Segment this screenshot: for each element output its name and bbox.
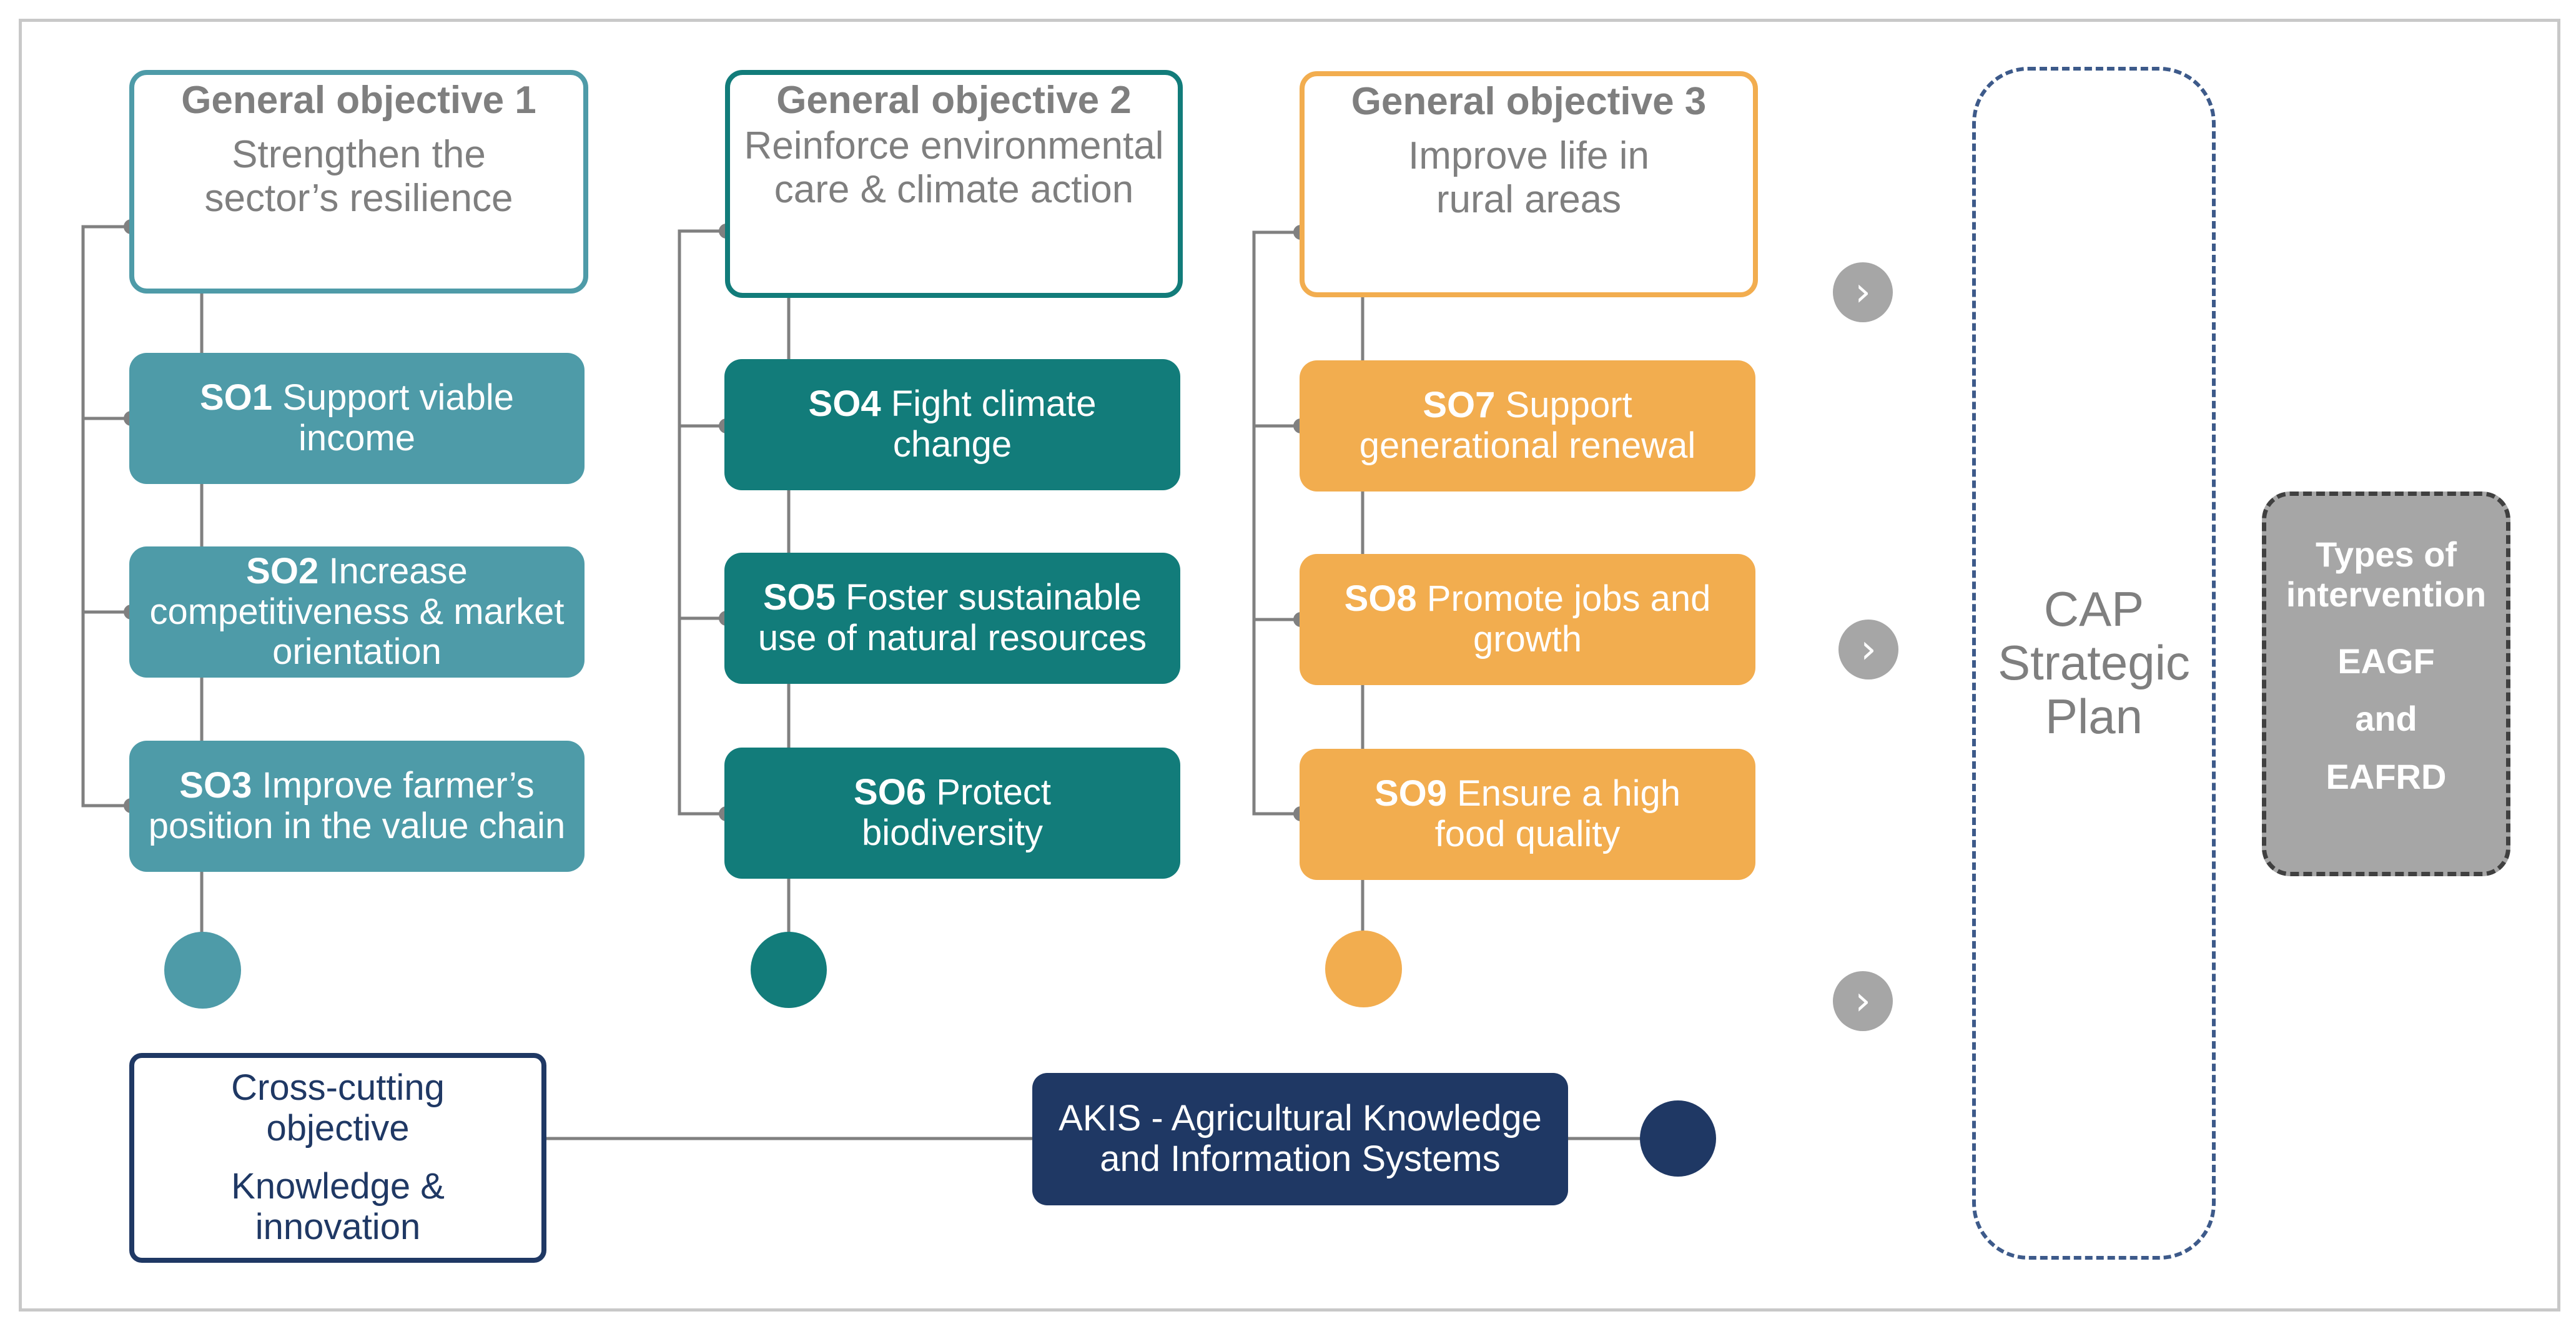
so5-box: SO5 Foster sustainable use of natural re…	[724, 553, 1180, 684]
so3-text: Improve farmer’s position in the value c…	[148, 765, 566, 846]
cross-cutting-title: Cross-cutting objective	[231, 1067, 445, 1149]
col2-bracket-line	[678, 229, 726, 816]
cap-strategic-plan-box: CAP Strategic Plan	[1972, 67, 2216, 1260]
so7-code: SO7	[1423, 385, 1496, 426]
objective-1-end-dot	[164, 932, 241, 1009]
so6-box: SO6 Protect biodiversity	[724, 748, 1180, 879]
so9-box: SO9 Ensure a high food quality	[1300, 749, 1755, 880]
so5-text: Foster sustainable use of natural resour…	[758, 577, 1147, 658]
general-objective-1-box: General objective 1 Strengthen the secto…	[129, 70, 588, 294]
so1-text: Support viable income	[282, 377, 514, 458]
so7-text: Support generational renewal	[1359, 385, 1696, 466]
general-objective-2-subtitle: Reinforce environmental care & climate a…	[744, 124, 1164, 211]
chevron-right-icon: ›	[1838, 620, 1898, 679]
akis-end-dot	[1640, 1100, 1716, 1177]
so8-text: Promote jobs and growth	[1426, 578, 1711, 660]
diagram-frame	[19, 19, 2560, 1312]
general-objective-1-subtitle: Strengthen the sector’s resilience	[204, 133, 513, 220]
so2-box: SO2 Increase competitiveness & market or…	[129, 546, 585, 678]
so1-code: SO1	[200, 377, 273, 418]
chevron-right-icon: ›	[1833, 262, 1893, 322]
so6-text: Protect biodiversity	[861, 772, 1051, 853]
types-of-intervention-box: Types of intervention EAGF and EAFRD	[2262, 492, 2510, 876]
objective-3-end-dot	[1325, 931, 1402, 1007]
so9-code: SO9	[1374, 773, 1447, 814]
col1-bracket-line	[81, 225, 131, 808]
types-title-line1: Types of	[2315, 535, 2457, 574]
so6-code: SO6	[854, 772, 927, 813]
general-objective-3-subtitle: Improve life in rural areas	[1408, 134, 1649, 221]
fund-eafrd: EAFRD	[2326, 756, 2447, 796]
so4-text: Fight climate change	[891, 383, 1097, 465]
knowledge-innovation-label: Knowledge & innovation	[231, 1166, 445, 1247]
cap-label: CAP	[2043, 581, 2144, 637]
general-objective-1-title: General objective 1	[181, 79, 536, 122]
types-title-line2: intervention	[2286, 575, 2487, 615]
so8-box: SO8 Promote jobs and growth	[1300, 554, 1755, 685]
so4-code: SO4	[808, 383, 881, 425]
so3-box: SO3 Improve farmer’s position in the val…	[129, 741, 585, 872]
fund-and: and	[2355, 699, 2417, 739]
so7-box: SO7 Support generational renewal	[1300, 360, 1755, 492]
so2-code: SO2	[246, 550, 319, 591]
plan-label: Plan	[2045, 688, 2143, 744]
chevron-right-icon: ›	[1833, 971, 1893, 1031]
fund-eagf: EAGF	[2337, 641, 2435, 681]
akis-box: AKIS - Agricultural Knowledge and Inform…	[1032, 1073, 1568, 1205]
so9-text: Ensure a high food quality	[1434, 773, 1681, 854]
so2-text: Increase competitiveness & market orient…	[149, 550, 565, 673]
strategic-label: Strategic	[1998, 635, 2190, 691]
so3-code: SO3	[179, 765, 252, 806]
so8-code: SO8	[1344, 578, 1417, 620]
so5-code: SO5	[762, 577, 836, 618]
objective-2-end-dot	[751, 932, 827, 1008]
akis-label: AKIS - Agricultural Knowledge and Inform…	[1059, 1098, 1542, 1179]
col3-bracket-line	[1252, 230, 1301, 816]
general-objective-2-title: General objective 2	[776, 79, 1132, 122]
general-objective-3-box: General objective 3 Improve life in rura…	[1300, 71, 1758, 297]
cross-cutting-objective-box: Cross-cutting objective Knowledge & inno…	[129, 1053, 546, 1263]
so4-box: SO4 Fight climate change	[724, 359, 1180, 490]
general-objective-3-title: General objective 3	[1351, 80, 1707, 123]
so1-box: SO1 Support viable income	[129, 353, 585, 484]
general-objective-2-box: General objective 2 Reinforce environmen…	[725, 70, 1183, 298]
